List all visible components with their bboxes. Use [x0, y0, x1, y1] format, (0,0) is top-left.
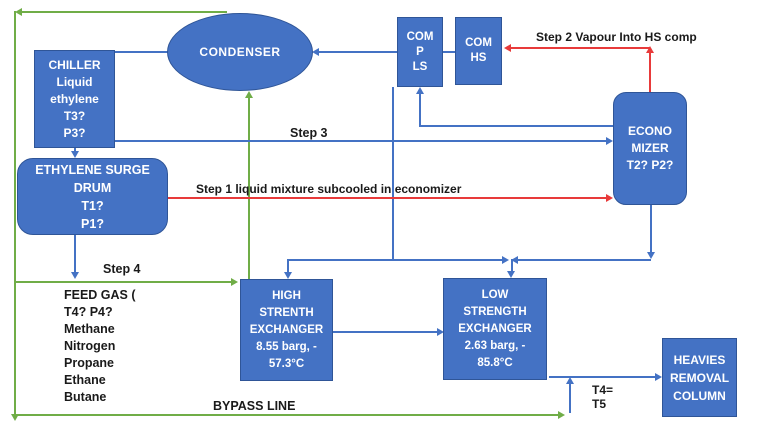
step2-line [510, 47, 650, 49]
left-border-line [14, 11, 16, 414]
arrow-down-icon [507, 271, 515, 278]
arrow-left-icon [511, 256, 518, 264]
economizer-compls-riser [419, 92, 421, 125]
condenser-ellipse: CONDENSER [167, 13, 313, 91]
ethylene-surge-drum-label: ETHYLENE SURGE DRUM T1? P1? [35, 162, 150, 231]
arrow-left-icon [504, 44, 511, 52]
arrow-up-icon [646, 46, 654, 53]
low-strength-exchanger-box: LOW STRENGTH EXCHANGER 2.63 barg, - 85.8… [443, 278, 547, 380]
arrow-left-icon [312, 48, 319, 56]
high-strength-exchanger-label: HIGH STRENTH EXCHANGER 8.55 barg, - 57.3… [249, 289, 324, 370]
high-low-line [333, 331, 438, 333]
arrow-right-icon [502, 256, 509, 264]
ethylene-surge-drum-box: ETHYLENE SURGE DRUM T1? P1? [17, 158, 168, 235]
compls-comphs-connector [443, 51, 455, 53]
low-heavies-line [549, 376, 656, 378]
compressor-ls-label: COM P LS [406, 30, 434, 73]
bypass-line [14, 414, 559, 416]
arrow-down-icon [647, 252, 655, 259]
arrow-right-icon [606, 194, 613, 202]
arrow-down-icon [71, 151, 79, 158]
condenser-return-line [20, 11, 227, 13]
high-exchanger-drop-line [287, 259, 289, 273]
chiller-label: CHILLER Liquid ethylene T3? P3? [48, 57, 101, 140]
step2-label: Step 2 Vapour Into HS comp [536, 30, 697, 44]
economizer-down-line [650, 205, 652, 253]
feed-gas-line [14, 281, 232, 283]
arrow-right-icon [606, 137, 613, 145]
arrow-right-icon [655, 373, 662, 381]
arrow-down-icon [11, 414, 19, 421]
to-low-junction-left-line [393, 259, 503, 261]
economizer-compls-line [419, 125, 614, 127]
t4-t5-label: T4= T5 [592, 383, 614, 411]
compressor-ls-box: COM P LS [397, 17, 443, 87]
low-strength-exchanger-label: LOW STRENGTH EXCHANGER 2.63 barg, - 85.8… [458, 288, 532, 369]
step1-label: Step 1 liquid mixture subcooled in econo… [196, 182, 462, 196]
arrow-right-icon [558, 411, 565, 419]
arrow-down-icon [284, 272, 292, 279]
arrow-up-icon [416, 87, 424, 94]
arrow-left-icon [15, 8, 22, 16]
drum-feed-line [74, 235, 76, 273]
compls-down-line [392, 87, 394, 260]
economizer-vapour-riser [649, 52, 651, 92]
heavies-removal-column-box: HEAVIES REMOVAL COLUMN [662, 338, 737, 417]
arrow-up-icon [566, 377, 574, 384]
to-high-exchanger-line [287, 259, 393, 261]
bypass-riser-line [569, 383, 571, 413]
feed-to-condenser-line [248, 97, 250, 281]
arrow-down-icon [71, 272, 79, 279]
high-strength-exchanger-box: HIGH STRENTH EXCHANGER 8.55 barg, - 57.3… [240, 279, 333, 381]
step4-label: Step 4 [103, 262, 141, 276]
chiller-condenser-line [115, 51, 172, 53]
step3-line [115, 140, 607, 142]
step3-label: Step 3 [290, 126, 328, 140]
chiller-drum-line [74, 148, 76, 153]
arrow-right-icon [231, 278, 238, 286]
condenser-label: CONDENSER [199, 45, 281, 59]
to-low-junction-right-line [516, 259, 651, 261]
compls-condenser-line [318, 51, 398, 53]
compressor-hs-box: COM HS [455, 17, 502, 85]
chiller-box: CHILLER Liquid ethylene T3? P3? [34, 50, 115, 148]
step1-line [168, 197, 608, 199]
heavies-removal-column-label: HEAVIES REMOVAL COLUMN [669, 352, 730, 403]
arrow-right-icon [437, 328, 444, 336]
economizer-box: ECONO MIZER T2? P2? [613, 92, 687, 205]
low-exchanger-drop-line [511, 259, 513, 271]
arrow-up-icon [245, 91, 253, 98]
economizer-label: ECONO MIZER T2? P2? [626, 124, 674, 172]
bypass-line-label: BYPASS LINE [213, 399, 296, 413]
feed-gas-label: FEED GAS ( T4? P4? Methane Nitrogen Prop… [64, 288, 136, 404]
compressor-hs-label: COM HS [465, 37, 492, 64]
